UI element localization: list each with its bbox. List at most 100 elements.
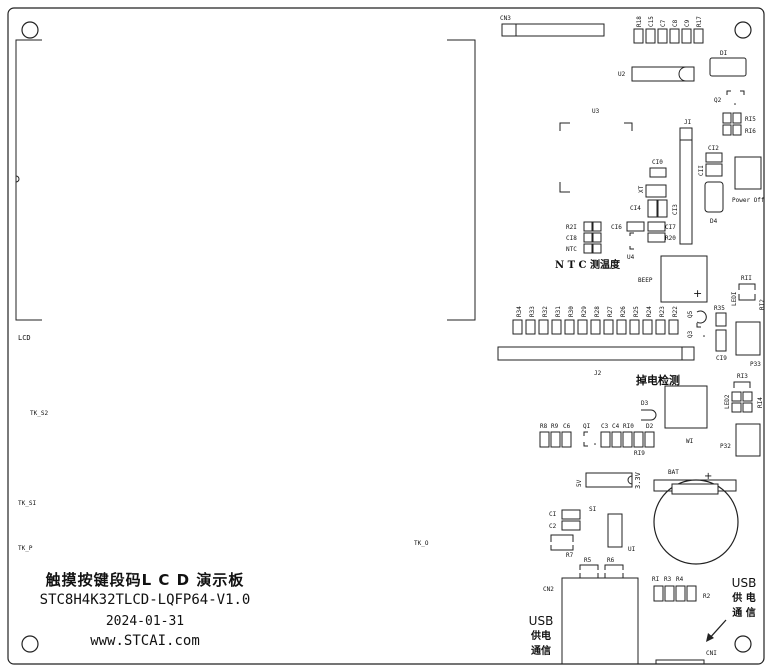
label-r20: R20 (665, 235, 676, 242)
mounting-hole-bottom-right (734, 635, 752, 653)
label-lcd: LCD (18, 334, 31, 342)
label-ntc-title: N T C 测温度 (555, 258, 621, 271)
label-c18: CI8 (566, 235, 577, 242)
label-xt: XT (638, 185, 645, 193)
xt-crystal (645, 184, 667, 198)
label-resistor-row-3: R31 (555, 306, 562, 317)
label-5v: 5V (576, 479, 583, 487)
label-resistor-row-8: R26 (620, 306, 627, 317)
label-c7: C7 (660, 19, 667, 27)
label-p33: P33 (750, 361, 761, 368)
u3-corner-tr (624, 122, 633, 131)
usb-left-line3: 通信 (531, 646, 551, 657)
label-c14: CI4 (630, 205, 641, 212)
board-title: 触摸按键段码L C D 演示板 (45, 571, 245, 589)
usb-label-right: USB 供 电 通 信 (724, 576, 764, 621)
board-website: www.STCAI.com (90, 633, 200, 649)
mounting-hole-bottom-left (21, 635, 39, 653)
cn3-header (501, 23, 605, 37)
label-r21: R2I (566, 224, 577, 231)
c10-cap (649, 167, 667, 178)
label-c19: CI9 (716, 355, 727, 362)
mounting-hole-top-right (734, 21, 752, 39)
u3-corner-bl (559, 182, 570, 193)
r1-r3-r4-parts (653, 585, 697, 602)
beep-buzzer (660, 255, 708, 303)
c17-cap (647, 221, 666, 232)
label-r4: R4 (676, 576, 684, 583)
label-c3: C3 (601, 423, 609, 430)
j2-header (497, 346, 695, 361)
u3-corner-tl (559, 122, 570, 131)
q3-dot (703, 335, 705, 337)
r16-pad-a (722, 124, 732, 136)
label-c12: CI2 (708, 145, 719, 152)
label-p32: P32 (720, 443, 731, 450)
label-r10: RI0 (623, 423, 634, 430)
q3-outline (696, 323, 701, 328)
label-3v3: 3.3V (634, 471, 642, 489)
label-u4: U4 (627, 254, 635, 261)
label-resistor-row-7: R27 (607, 306, 614, 317)
label-d3: D3 (641, 400, 649, 407)
usb-left-line2: 供电 (531, 631, 551, 642)
label-c6: C6 (563, 423, 571, 430)
usb-left-line1: USB (528, 614, 554, 628)
label-c11: CII (698, 165, 705, 176)
label-ntc: NTC (566, 246, 577, 253)
label-led1: LEDI (731, 291, 738, 306)
label-j1: JI (684, 119, 692, 126)
label-resistor-row-6: R28 (594, 306, 601, 317)
r35-resistor (715, 312, 727, 327)
label-tk-s1: TK_SI (18, 500, 36, 507)
lcd-outline-right (447, 39, 476, 321)
label-r3: R3 (664, 576, 672, 583)
label-bat-plus: + (704, 471, 712, 482)
battery-contact (671, 483, 719, 495)
label-s1: SI (589, 506, 597, 513)
c16-cap (626, 221, 645, 232)
label-r9: R9 (551, 423, 559, 430)
label-tk-o: TK_O (414, 540, 429, 547)
label-c17: CI7 (665, 224, 676, 231)
label-beep: BEEP (638, 277, 653, 284)
j1-header (679, 127, 693, 245)
p32-button (735, 423, 761, 457)
label-r15: RI5 (745, 116, 756, 123)
jumper-notch (627, 475, 633, 485)
r20-resistor (647, 232, 666, 243)
label-j2: J2 (594, 370, 602, 377)
label-resistor-row-1: R33 (529, 306, 536, 317)
w1-module (664, 385, 708, 429)
label-resistor-row-0: R34 (516, 306, 523, 317)
c11-cap (705, 163, 723, 177)
u4-outline (629, 232, 634, 236)
label-c10: CI0 (652, 159, 663, 166)
q1-outline-bottom (583, 442, 588, 447)
board-date: 2024-01-31 (105, 614, 185, 629)
board-model: STC8H4K32TLCD-LQFP64-V1.0 (39, 592, 251, 608)
d1-diode (709, 57, 747, 77)
label-c13: CI3 (672, 204, 679, 215)
r6-outline-bottom (604, 573, 624, 579)
cn1-connector (655, 659, 705, 664)
label-tk-s2: TK_S2 (30, 410, 48, 417)
c19-cap (715, 329, 727, 352)
label-r11: RII (741, 275, 752, 282)
label-r8: R8 (540, 423, 548, 430)
label-d4: D4 (710, 218, 718, 225)
cn2-usb-connector (561, 577, 639, 664)
label-d2: D2 (646, 423, 654, 430)
label-c1: CI (549, 511, 557, 518)
c2-cap (561, 520, 581, 531)
label-r12: RI2 (759, 299, 766, 310)
u4-outline-bottom (629, 246, 634, 250)
q1-dot (594, 443, 596, 445)
label-u2: U2 (618, 71, 626, 78)
label-drop-title: 掉电检测 (636, 373, 680, 387)
u2-notch (678, 66, 687, 82)
usb-right-line1: USB (731, 576, 757, 590)
label-w1: WI (686, 438, 694, 445)
label-r7: R7 (566, 552, 574, 559)
